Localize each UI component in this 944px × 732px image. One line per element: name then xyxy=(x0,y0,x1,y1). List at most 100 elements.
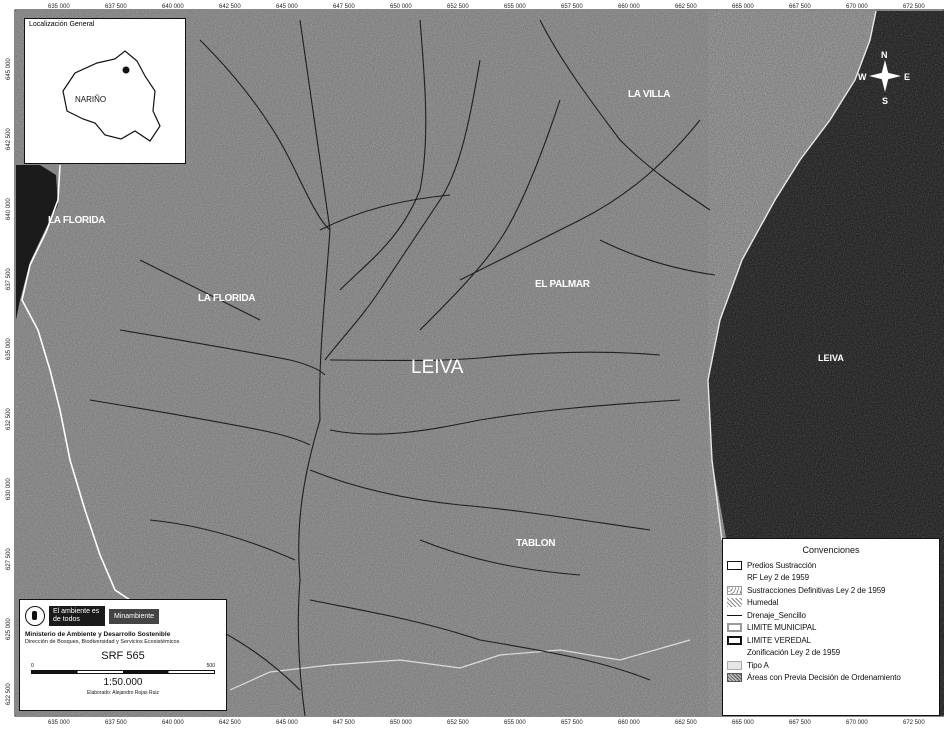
west-dark-area xyxy=(16,165,58,320)
credits-box: El ambiente es de todos Minambiente Mini… xyxy=(19,599,227,711)
svg-text:665 000: 665 000 xyxy=(732,720,754,726)
legend-item: Áreas con Previa Decisión de Ordenamient… xyxy=(727,672,935,685)
hatch-swatch-icon xyxy=(727,598,742,608)
legend-item: LIMITE MUNICIPAL xyxy=(727,622,935,635)
empty-swatch-icon xyxy=(727,648,742,657)
svg-text:662 500: 662 500 xyxy=(675,4,697,10)
svg-text:635 000: 635 000 xyxy=(48,720,70,726)
svg-text:640 000: 640 000 xyxy=(6,198,12,220)
legend-box: Convenciones Predios Sustracción RF Ley … xyxy=(722,538,940,716)
svg-text:647 500: 647 500 xyxy=(333,4,355,10)
place-label-tablon: TABLON xyxy=(516,538,555,549)
svg-text:650 000: 650 000 xyxy=(390,4,412,10)
light-swatch-icon xyxy=(727,660,742,670)
compass-rose-icon: N S E W xyxy=(858,50,910,106)
place-label-la-villa: LA VILLA xyxy=(628,89,670,100)
svg-text:640 000: 640 000 xyxy=(162,720,184,726)
legend-item: Drenaje_Sencillo xyxy=(727,609,935,622)
slogan-badge: El ambiente es de todos xyxy=(49,606,105,626)
svg-text:637 500: 637 500 xyxy=(105,4,127,10)
legend-item: Tipo A xyxy=(727,659,935,672)
legend-item: Predios Sustracción xyxy=(727,559,935,572)
left-coordinate-ticks: 645 000 642 500 640 000 637 500 635 000 … xyxy=(6,58,12,705)
svg-text:657 500: 657 500 xyxy=(561,4,583,10)
svg-text:670 000: 670 000 xyxy=(846,720,868,726)
black-boundary-swatch-icon xyxy=(727,635,742,645)
svg-text:630 000: 630 000 xyxy=(6,478,12,500)
svg-text:622 500: 622 500 xyxy=(6,683,12,705)
place-label-leiva-east: LEIVA xyxy=(818,353,844,363)
svg-text:N: N xyxy=(881,50,888,60)
srf-code: SRF 565 xyxy=(101,650,145,662)
svg-text:665 000: 665 000 xyxy=(732,4,754,10)
svg-text:647 500: 647 500 xyxy=(333,720,355,726)
footer-credits: Elaborado: Alejandro Rojas Ruiz xyxy=(87,690,159,696)
svg-text:642 500: 642 500 xyxy=(219,4,241,10)
svg-text:E: E xyxy=(904,72,910,82)
svg-text:670 000: 670 000 xyxy=(846,4,868,10)
svg-text:637 500: 637 500 xyxy=(6,268,12,290)
svg-text:645 000: 645 000 xyxy=(276,720,298,726)
top-coordinate-ticks: 635 000 637 500 640 000 642 500 645 000 … xyxy=(48,4,925,10)
svg-text:652 500: 652 500 xyxy=(447,720,469,726)
minambiente-badge: Minambiente xyxy=(109,608,160,624)
svg-text:637 500: 637 500 xyxy=(105,720,127,726)
svg-text:672 500: 672 500 xyxy=(903,4,925,10)
place-label-el-palmar: EL PALMAR xyxy=(535,279,591,290)
svg-text:635 000: 635 000 xyxy=(48,4,70,10)
svg-text:667 500: 667 500 xyxy=(789,4,811,10)
inset-region-label: NARIÑO xyxy=(75,95,106,104)
svg-text:652 500: 652 500 xyxy=(447,4,469,10)
drainage-network xyxy=(89,19,716,717)
inset-locator-map: Localización General NARIÑO xyxy=(24,18,186,164)
scale-bar: 0 500 xyxy=(31,663,215,677)
colombia-seal-icon xyxy=(25,606,45,626)
bottom-coordinate-ticks: 635 000 637 500 640 000 642 500 645 000 … xyxy=(48,720,925,726)
nariño-outline: NARIÑO xyxy=(62,50,161,142)
location-marker-icon xyxy=(122,66,130,74)
dark-dots-swatch-icon xyxy=(727,673,742,683)
place-label-leiva-center: LEIVA xyxy=(411,357,464,378)
legend-item: LIMITE VEREDAL xyxy=(727,634,935,647)
svg-text:W: W xyxy=(858,72,867,82)
svg-text:657 500: 657 500 xyxy=(561,720,583,726)
svg-text:632 500: 632 500 xyxy=(6,408,12,430)
svg-text:642 500: 642 500 xyxy=(6,128,12,150)
svg-text:625 000: 625 000 xyxy=(6,618,12,640)
inset-title: Localización General xyxy=(29,21,95,28)
svg-text:645 000: 645 000 xyxy=(276,4,298,10)
gray-boundary-swatch-icon xyxy=(727,623,742,633)
svg-text:667 500: 667 500 xyxy=(789,720,811,726)
empty-swatch-icon xyxy=(727,573,742,582)
svg-text:662 500: 662 500 xyxy=(675,720,697,726)
legend-item: Zonificación Ley 2 de 1959 xyxy=(727,647,935,660)
svg-text:660 000: 660 000 xyxy=(618,720,640,726)
svg-text:642 500: 642 500 xyxy=(219,720,241,726)
svg-text:635 000: 635 000 xyxy=(6,338,12,360)
svg-text:640 000: 640 000 xyxy=(162,4,184,10)
veredal-boundary-south xyxy=(229,639,691,691)
legend-item: Sustracciones Definitivas Ley 2 de 1959 xyxy=(727,584,935,597)
scale-label: 1:50.000 xyxy=(103,677,143,688)
line-swatch-icon xyxy=(727,614,742,616)
svg-text:627 500: 627 500 xyxy=(6,548,12,570)
ministry-name: Ministerio de Ambiente y Desarrollo Sost… xyxy=(25,631,171,638)
dots-swatch-icon xyxy=(727,585,742,595)
legend-item: RF Ley 2 de 1959 xyxy=(727,572,935,585)
svg-text:660 000: 660 000 xyxy=(618,4,640,10)
municipal-boundary-east xyxy=(707,10,877,541)
directorate-name: Dirección de Bosques, Biodiversidad y Se… xyxy=(25,639,180,645)
place-label-la-florida: LA FLORIDA xyxy=(198,293,255,304)
svg-text:650 000: 650 000 xyxy=(390,720,412,726)
legend-item: Humedal xyxy=(727,597,935,610)
legend-title: Convenciones xyxy=(802,545,860,555)
svg-text:655 000: 655 000 xyxy=(504,720,526,726)
svg-text:655 000: 655 000 xyxy=(504,4,526,10)
municipal-boundary-west xyxy=(21,164,131,601)
svg-text:645 000: 645 000 xyxy=(6,58,12,80)
outline-swatch-icon xyxy=(727,560,742,570)
svg-text:S: S xyxy=(882,96,888,106)
svg-text:672 500: 672 500 xyxy=(903,720,925,726)
place-label-la-florida-west: LA FLORIDA xyxy=(48,215,105,226)
